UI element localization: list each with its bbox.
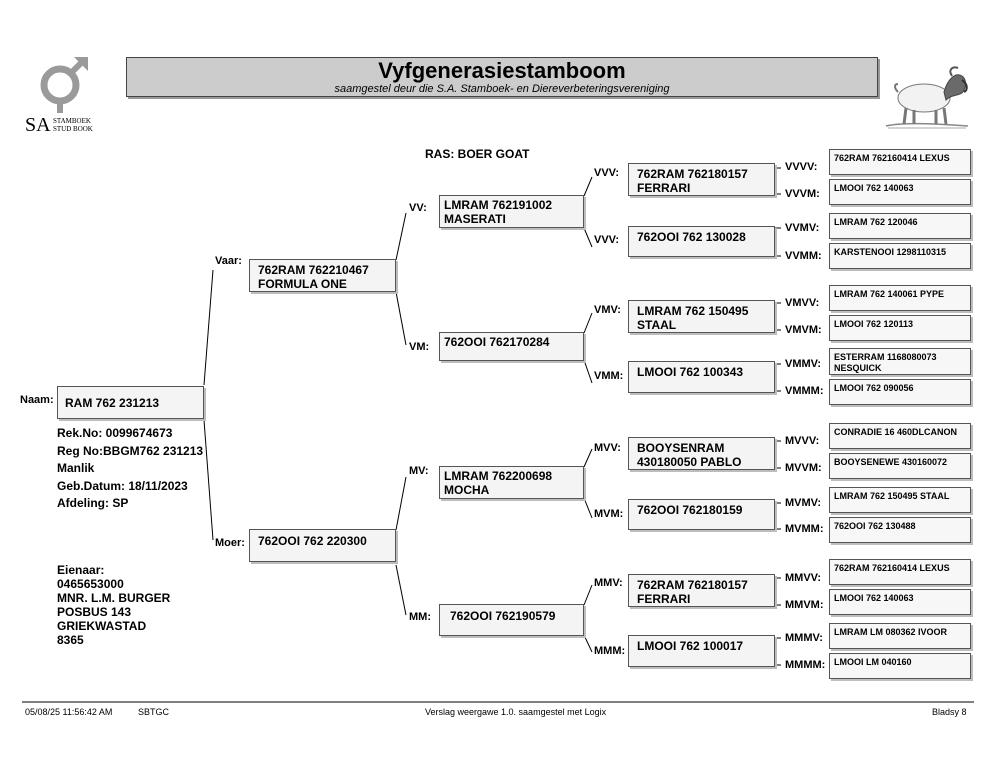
mmmm-label: MMMM: bbox=[785, 659, 826, 671]
vvvv-label: VVVV: bbox=[785, 161, 818, 173]
mvvm-box: BOOYSENEWE 430160072 bbox=[829, 453, 971, 479]
mmvm-box: LMOOI 762 140063 bbox=[829, 589, 971, 615]
mmmv-box: LMRAM LM 080362 IVOOR bbox=[829, 623, 971, 649]
owner-label: Eienaar: bbox=[57, 563, 105, 577]
mv-box: LMRAM 762200698 MOCHA bbox=[439, 466, 584, 499]
birth-date: Geb.Datum: 18/11/2023 bbox=[57, 478, 188, 493]
sex: Manlik bbox=[57, 461, 95, 475]
mm-label: MM: bbox=[409, 611, 431, 623]
owner-name: MNR. L.M. BURGER bbox=[57, 591, 171, 605]
vmvv-box: LMRAM 762 140061 PYPE bbox=[829, 285, 971, 311]
mmm-box: LMOOI 762 100017 bbox=[628, 635, 775, 667]
mvmm-box: 762OOI 762 130488 bbox=[829, 517, 971, 543]
vmmm-box: LMOOI 762 090056 bbox=[829, 379, 971, 405]
vvmm-label: VVMM: bbox=[785, 250, 822, 262]
footer-page: Bladsy 8 bbox=[932, 707, 967, 717]
vv-label: VV: bbox=[409, 202, 427, 214]
vmmv-box: ESTERRAM 1168080073 NESQUICK bbox=[829, 348, 971, 375]
owner-details: Eienaar: 0465653000 MNR. L.M. BURGER POS… bbox=[57, 563, 170, 647]
vmv-label: VMV: bbox=[594, 304, 621, 316]
vvvm-label: VVVM: bbox=[785, 188, 820, 200]
vm-box: 762OOI 762170284 bbox=[439, 332, 584, 361]
vvmm-box: KARSTENOOI 1298110315 bbox=[829, 243, 971, 269]
rek-no: Rek.No: 0099674673 bbox=[57, 426, 173, 440]
animal-name-label: Naam: bbox=[20, 394, 54, 406]
mmm-label: MMM: bbox=[594, 645, 626, 657]
goat-image bbox=[885, 66, 969, 129]
vvvm-box: LMOOI 762 140063 bbox=[829, 179, 971, 205]
vvm-label: VVV: bbox=[594, 234, 620, 246]
breed-label: RAS: BOER GOAT bbox=[425, 147, 530, 161]
vmvm-label: VMVM: bbox=[785, 324, 822, 336]
mvm-box: 762OOI 762180159 bbox=[628, 499, 775, 530]
mmmm-box: LMOOI LM 040160 bbox=[829, 653, 971, 679]
owner-address1: POSBUS 143 bbox=[57, 605, 132, 619]
logo-stud-book-text: STAMBOEK STUD BOOK bbox=[53, 117, 93, 133]
gender-symbol-icon bbox=[40, 57, 88, 113]
vvm-box: 762OOI 762 130028 bbox=[628, 226, 775, 257]
vvmv-box: LMRAM 762 120046 bbox=[829, 213, 971, 239]
mvv-box: BOOYSENRAM 430180050 PABLO bbox=[628, 437, 775, 470]
vmvm-box: LMOOI 762 120113 bbox=[829, 315, 971, 341]
dam-box: 762OOI 762 220300 bbox=[249, 529, 396, 562]
footer-datetime: 05/08/25 11:56:42 AM bbox=[25, 707, 113, 717]
vm-label: VM: bbox=[409, 341, 430, 353]
page-title: Vyfgenerasiestamboom bbox=[378, 58, 626, 83]
vvv-box: 762RAM 762180157 FERRARI bbox=[628, 163, 775, 196]
stud-book-logo: SA STAMBOEK STUD BOOK bbox=[22, 55, 106, 136]
mvv-label: MVV: bbox=[594, 442, 621, 454]
vmvv-label: VMVV: bbox=[785, 297, 820, 309]
vmm-box: LMOOI 762 100343 bbox=[628, 361, 775, 393]
sire-label: Vaar: bbox=[215, 255, 242, 267]
afdeling: Afdeling: SP bbox=[57, 496, 129, 510]
mm-box: 762OOI 762190579 bbox=[439, 604, 584, 636]
reg-no: Reg No:BBGM762 231213 bbox=[57, 443, 204, 458]
owner-phone: 0465653000 bbox=[57, 577, 124, 591]
mvmv-box: LMRAM 762 150495 STAAL bbox=[829, 487, 971, 513]
footer-version: Verslag weergawe 1.0. saamgestel met Log… bbox=[425, 707, 607, 717]
mvm-label: MVM: bbox=[594, 508, 624, 520]
mv-label: MV: bbox=[409, 465, 429, 477]
mmv-label: MMV: bbox=[594, 577, 623, 589]
mmv-box: 762RAM 762180157 FERRARI bbox=[628, 574, 775, 607]
title-banner: Vyfgenerasiestamboom saamgestel deur die… bbox=[126, 57, 878, 97]
page-subtitle: saamgestel deur die S.A. Stamboek- en Di… bbox=[334, 83, 670, 95]
vvv-label: VVV: bbox=[594, 167, 620, 179]
vmmm-label: VMMM: bbox=[785, 385, 824, 397]
mvvv-label: MVVV: bbox=[785, 435, 820, 447]
vv-box: LMRAM 762191002 MASERATI bbox=[439, 195, 584, 228]
mvvv-box: CONRADIE 16 460DLCANON bbox=[829, 423, 971, 449]
mvmv-label: MVMV: bbox=[785, 497, 822, 509]
owner-postcode: 8365 bbox=[57, 633, 84, 647]
mmmv-label: MMMV: bbox=[785, 632, 823, 644]
vmm-label: VMM: bbox=[594, 370, 624, 382]
vmmv-label: VMMV: bbox=[785, 358, 822, 370]
sire-box: 762RAM 762210467 FORMULA ONE bbox=[249, 259, 396, 292]
footer-code: SBTGC bbox=[138, 707, 170, 717]
mvmm-label: MVMM: bbox=[785, 523, 824, 535]
vvvv-box: 762RAM 762160414 LEXUS bbox=[829, 149, 971, 175]
animal-details: Rek.No: 0099674673 Reg No:BBGM762 231213… bbox=[57, 425, 203, 513]
mvvm-label: MVVM: bbox=[785, 462, 822, 474]
vvmv-label: VVMV: bbox=[785, 222, 820, 234]
mmvm-label: MMVM: bbox=[785, 599, 824, 611]
mmvv-box: 762RAM 762160414 LEXUS bbox=[829, 559, 971, 585]
mmvv-label: MMVV: bbox=[785, 572, 822, 584]
dam-label: Moer: bbox=[215, 537, 245, 549]
logo-sa-text: SA bbox=[25, 114, 51, 136]
animal-name-box: RAM 762 231213 bbox=[57, 386, 204, 419]
vmv-box: LMRAM 762 150495 STAAL bbox=[628, 300, 775, 333]
owner-address2: GRIEKWASTAD bbox=[57, 619, 147, 633]
